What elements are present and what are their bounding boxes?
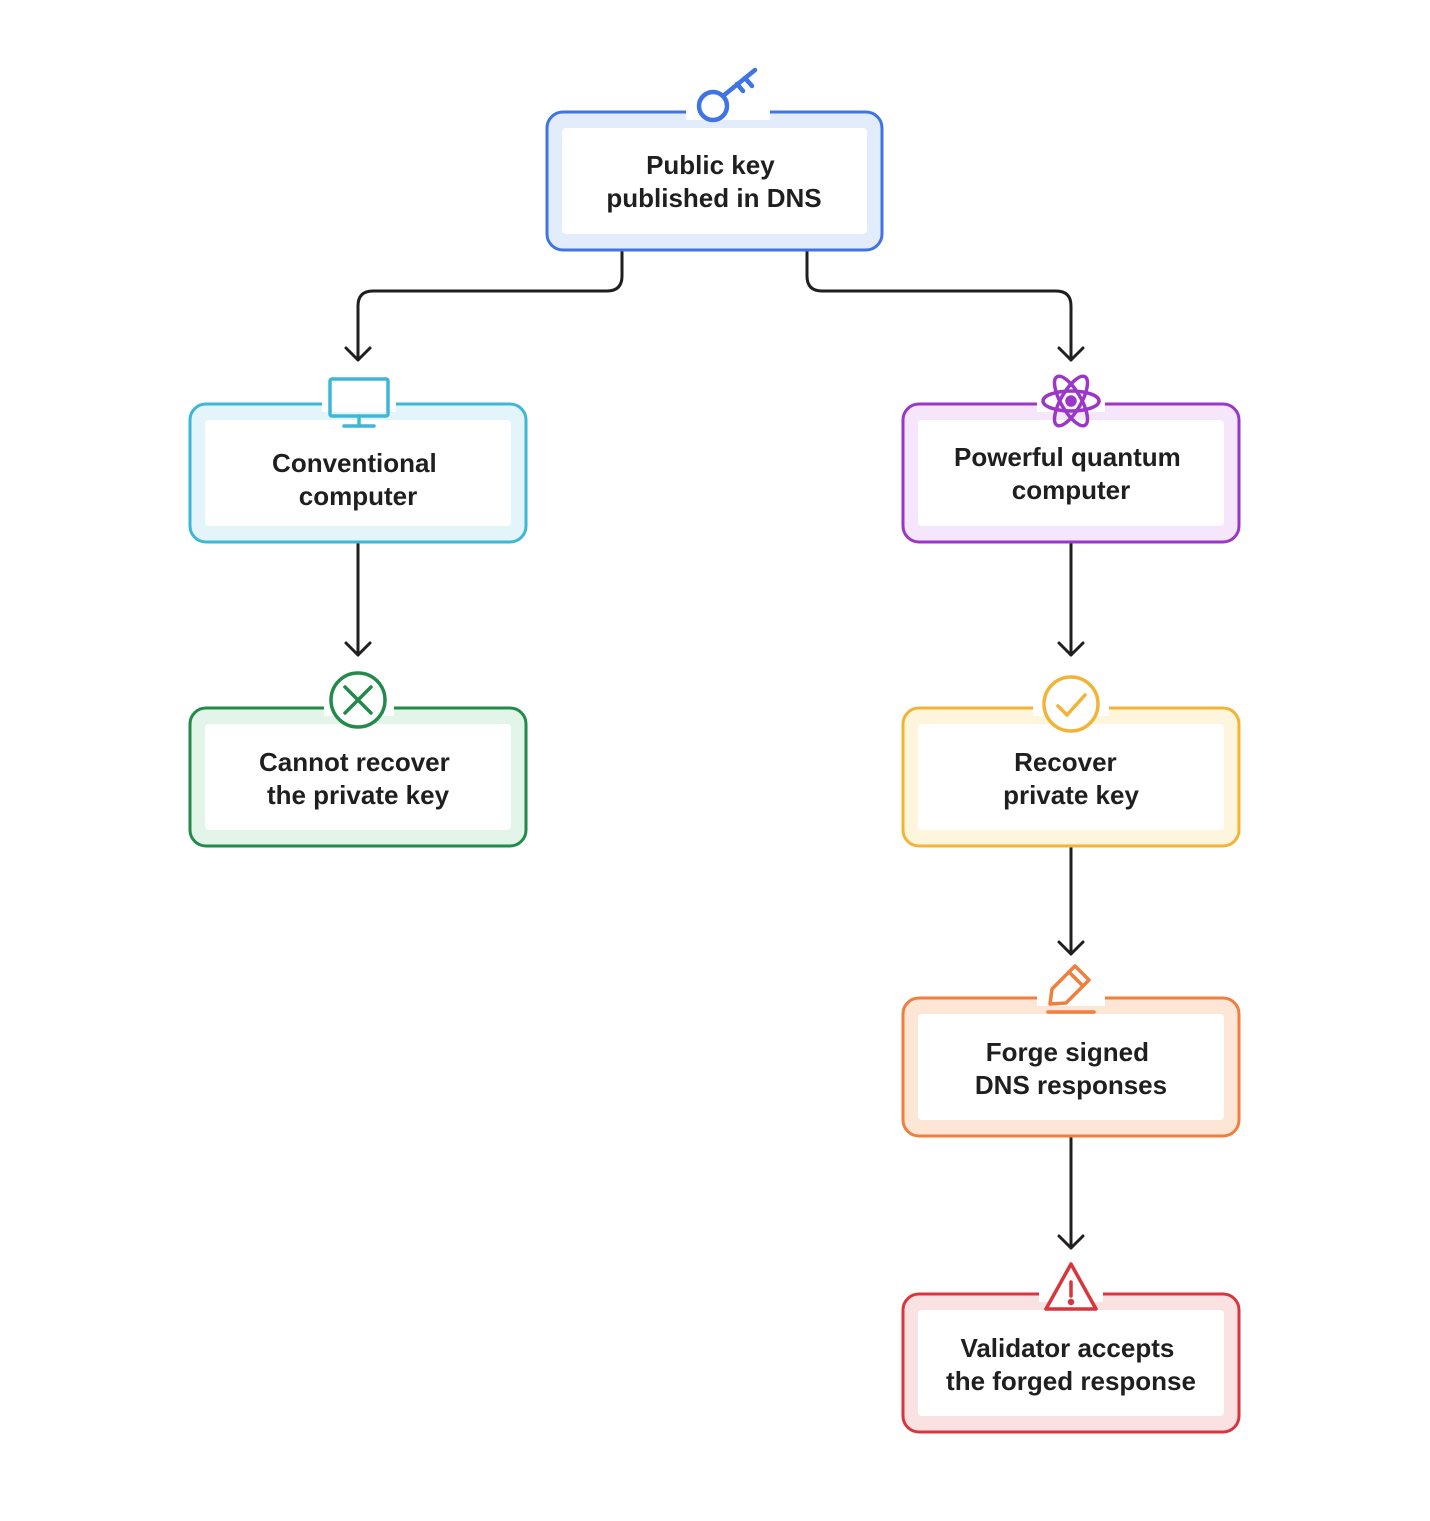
validator-line-1: Validator accepts [960, 1333, 1174, 1363]
svg-text:Forge signed DNS respons: Forge signed DNS responses [975, 1037, 1167, 1100]
svg-text:Recover private key: Recover private key [1003, 747, 1139, 810]
node-recover-private-key: Recover private key [901, 675, 1241, 848]
connector-public-to-quantum [805, 250, 1085, 362]
pencil-icon [1046, 964, 1096, 1014]
conventional-line-2: computer [299, 481, 417, 511]
node-validator-accepts: Validator accepts the forged response [901, 1262, 1241, 1434]
node-forge-responses: Forge signed DNS responses [901, 964, 1241, 1138]
warning-icon [1044, 1262, 1098, 1311]
x-circle-icon [329, 671, 387, 729]
quantum-line-2: computer [1012, 475, 1130, 505]
atom-icon [1041, 374, 1101, 428]
svg-text:Conventional computer: Conventional computer [272, 448, 444, 511]
conventional-line-1: Conventional [272, 448, 437, 478]
key-icon [696, 67, 758, 123]
public-key-line-2: published in DNS [606, 183, 821, 213]
svg-text:Cannot recover the priva: Cannot recover the private key [259, 747, 457, 810]
node-quantum-computer: Powerful quantum computer [901, 374, 1241, 544]
recover-line-1: Recover [1014, 747, 1117, 777]
node-public-key: Public key published in DNS [545, 67, 884, 252]
cannot-recover-line-2: the private key [267, 780, 450, 810]
cannot-recover-line-1: Cannot recover [259, 747, 450, 777]
public-key-line-1: Public key [646, 150, 775, 180]
check-circle-icon [1042, 675, 1100, 733]
svg-text:Public key published in: Public key published in DNS [606, 150, 821, 213]
connector-recover-to-forge [1057, 846, 1085, 956]
connector-conventional-to-cannot-recover [344, 542, 372, 657]
connector-forge-to-validator [1057, 1136, 1085, 1250]
node-cannot-recover: Cannot recover the private key [188, 671, 528, 848]
validator-line-2: the forged response [946, 1366, 1196, 1396]
node-conventional-computer: Conventional computer [188, 377, 528, 544]
recover-line-2: private key [1003, 780, 1139, 810]
forge-line-1: Forge signed [986, 1037, 1149, 1067]
monitor-icon [328, 377, 390, 428]
connector-quantum-to-recover [1057, 542, 1085, 657]
quantum-line-1: Powerful quantum [954, 442, 1181, 472]
svg-text:Powerful quantum compute: Powerful quantum computer [954, 442, 1188, 505]
connector-public-to-conventional [344, 250, 624, 362]
svg-text:Validator accepts the fo: Validator accepts the forged response [946, 1333, 1196, 1396]
forge-line-2: DNS responses [975, 1070, 1167, 1100]
